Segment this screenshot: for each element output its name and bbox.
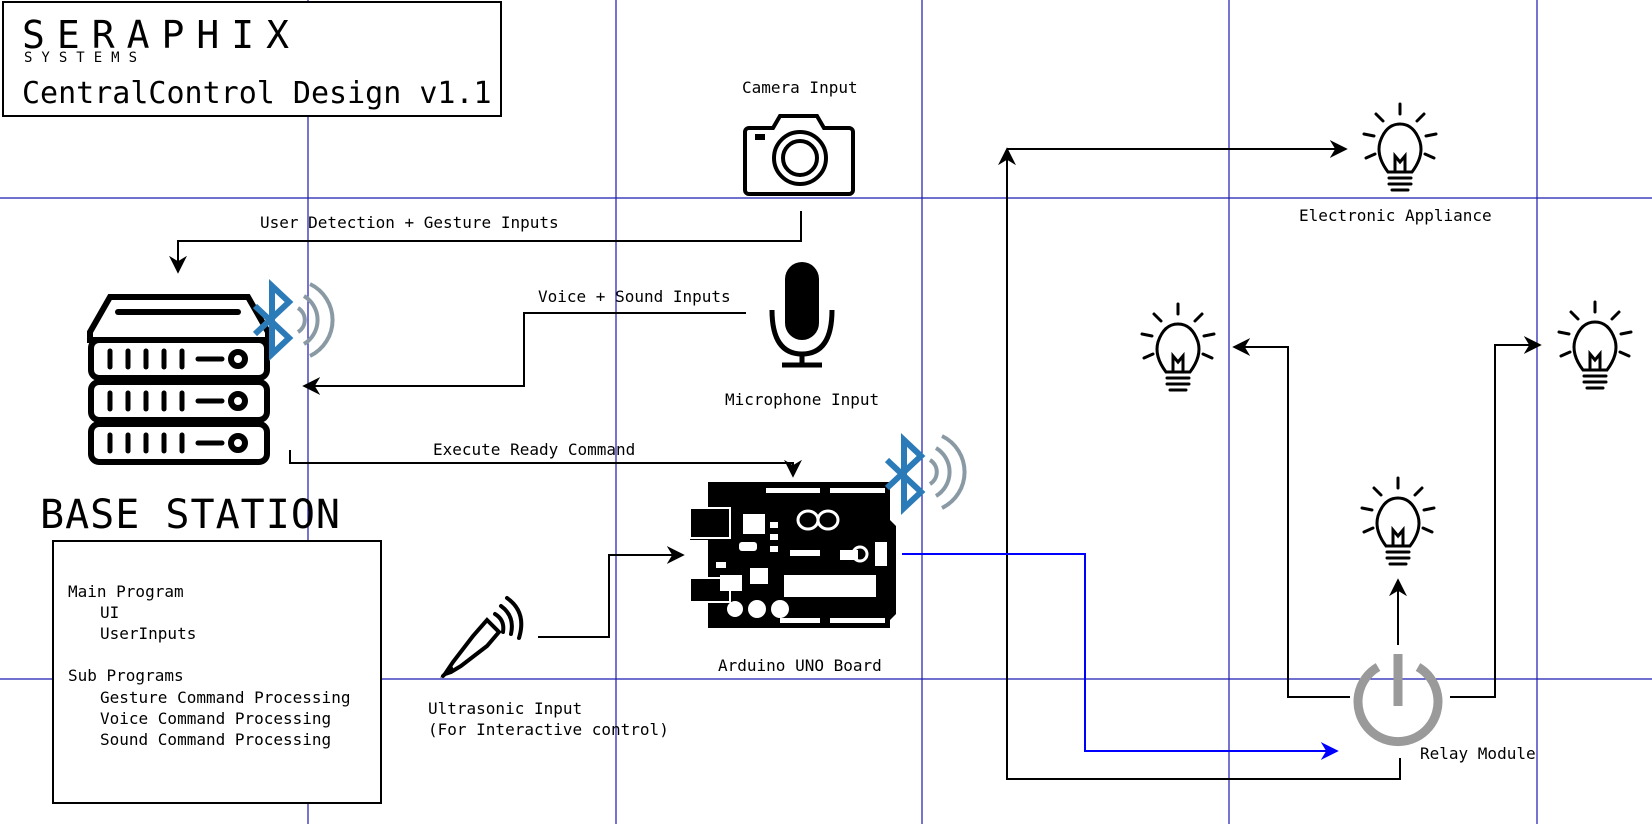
relay-to-appliance-top — [998, 147, 1401, 780]
brand-subtitle: SYSTEMS — [24, 50, 147, 66]
relay-to-left-bulb — [1232, 338, 1350, 698]
sub-program-item: Voice Command Processing — [100, 709, 332, 728]
appliance-label: Electronic Appliance — [1299, 206, 1492, 225]
execute-connector — [289, 450, 802, 478]
bluetooth-icon — [252, 279, 294, 361]
arduino-label: Arduino UNO Board — [718, 656, 882, 675]
arduino-bluetooth-icon — [884, 433, 926, 515]
relay-to-right-bulb — [1450, 336, 1542, 698]
camera-label: Camera Input — [742, 78, 858, 97]
server-icon — [87, 294, 271, 465]
sub-program-item: Sound Command Processing — [100, 730, 332, 749]
connector-lines — [169, 140, 1542, 780]
camera-icon — [743, 114, 855, 196]
light-bulb-icon — [1140, 302, 1216, 392]
ultrasonic-sensor-icon — [440, 596, 524, 678]
power-icon — [1353, 654, 1443, 747]
microphone-icon — [769, 262, 835, 368]
ultrasonic-sublabel: (For Interactive control) — [428, 720, 669, 739]
relay-label: Relay Module — [1420, 744, 1536, 763]
main-program-item: UserInputs — [100, 624, 197, 643]
ultrasonic-label: Ultrasonic Input — [428, 699, 583, 718]
arduino-board-icon — [689, 482, 896, 628]
program-list-box: Main Program UI UserInputs Sub Programs … — [52, 540, 382, 804]
arduino-to-relay-link — [902, 553, 1339, 760]
main-program-item: UI — [100, 603, 120, 622]
brand-logo: SERAPHIX — [22, 13, 302, 57]
gesture-connector-label: User Detection + Gesture Inputs — [260, 213, 559, 232]
gesture-connector — [169, 211, 802, 274]
document-title: CentralControl Design v1.1 — [22, 76, 492, 111]
voice-connector — [302, 312, 746, 395]
base-station-label: BASE STATION — [40, 492, 341, 538]
light-bulb-icon — [1557, 300, 1633, 390]
ultrasonic-connector — [538, 546, 685, 638]
sub-program-heading: Sub Programs — [68, 666, 184, 685]
wireless-signal-icon — [296, 282, 335, 358]
arduino-wireless-signal-icon — [928, 434, 967, 510]
voice-connector-label: Voice + Sound Inputs — [538, 287, 731, 306]
light-bulb-icon — [1360, 476, 1436, 566]
execute-connector-label: Execute Ready Command — [433, 440, 636, 459]
main-program-heading: Main Program — [68, 582, 184, 601]
title-block: SERAPHIX SYSTEMS CentralControl Design v… — [2, 1, 502, 117]
light-bulb-icon — [1362, 102, 1438, 192]
sub-program-item: Gesture Command Processing — [100, 688, 351, 707]
microphone-label: Microphone Input — [725, 390, 880, 409]
